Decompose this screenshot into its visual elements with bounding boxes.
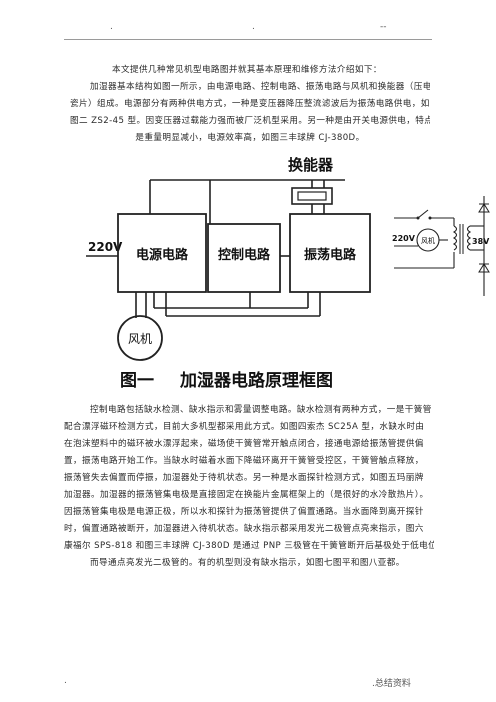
body-line: 加湿器。加湿器的振荡管集电极是直接固定在换能片金属框架上的（是很好的水冷散热片）…: [64, 490, 429, 500]
body-line: 在泡沫塑料中的磁环被水漂浮起来，磁场使干簧管常开触点闭合，接通电源给振荡管提供偏: [64, 439, 424, 449]
figure2-schematic-fragment: 220V 风机 38V: [392, 196, 490, 296]
header-mark-left: .: [110, 22, 113, 32]
figure2-secondary-label: 38V: [472, 237, 490, 246]
header-mark-right: --: [380, 22, 387, 32]
intro-line: 本文提供几种常见机型电路图并就其基本原理和维修方法介绍如下：: [112, 65, 382, 75]
intro-paragraph: 本文提供几种常见机型电路图并就其基本原理和维修方法介绍如下： 加湿器基本结构如图…: [70, 62, 430, 147]
header-mark-mid: .: [252, 22, 255, 32]
body-line: 时，偏置通路被断开，加湿器进入待机状态。缺水指示都采用发光二极管点亮来指示，图六: [64, 524, 424, 534]
figure1-block-diagram: 换能器 220V 电源电路 控制电路 振荡电路 风机 图一 加湿器电路原理框图: [86, 156, 371, 391]
oscillator-circuit-block: [289, 213, 371, 293]
figure1-caption-number: 图一: [120, 371, 154, 391]
power-circuit-block: [117, 213, 207, 293]
body-line: 振荡管失去偏置而停振，加湿器处于待机状态。另一种是水面探针检测方式，如图五玛丽牌: [64, 473, 424, 483]
body-line: 控制电路包括缺水检测、缺水指示和雾量调整电路。缺水检测有两种方式，一是干簧管: [90, 405, 432, 415]
footer-right-label: .总结资料: [372, 679, 411, 689]
intro-line: 瓷片）组成。电源部分有两种供电方式，一种是变压器降压整流滤波后为振荡电路供电，如: [70, 99, 430, 109]
body-line: 配合漂浮磁环检测方式，目前大多机型都采用此方式。如图四索杰 SC25A 型，水缺…: [64, 422, 425, 432]
body-line: 康福尔 SPS-818 和图三丰球牌 CJ-380D 是通过 PNP 三极管在干…: [64, 541, 434, 551]
body-paragraph: 控制电路包括缺水检测、缺水指示和雾量调整电路。缺水检测有两种方式，一是干簧管 配…: [64, 402, 434, 572]
figure2-fan-label: 风机: [421, 236, 435, 245]
body-line: 置，振荡电路开始工作。当缺水时磁着水面下降磁环离开干簧管受控区，干簧管触点释放，: [64, 456, 424, 466]
diode-icon: [478, 203, 490, 213]
figure1-caption-title: 加湿器电路原理框图: [179, 370, 333, 391]
control-circuit-label: 控制电路: [218, 247, 271, 263]
input-voltage-label: 220V: [88, 240, 123, 254]
control-circuit-block: [207, 223, 281, 293]
header-rule: [64, 39, 432, 40]
intro-line: 是重量明显减小，电源效率高，如图三丰球牌 CJ-380D。: [135, 133, 365, 143]
footer-mark-left: .: [64, 676, 67, 686]
intro-line: 图二 ZS2-45 型。因变压器过载能力强而被厂泛机型采用。另一种是由开关电源供…: [70, 116, 430, 126]
transducer-label: 换能器: [288, 156, 334, 174]
power-circuit-label: 电源电路: [136, 247, 189, 263]
diode-icon: [478, 263, 490, 273]
page-header: . . --: [0, 0, 496, 40]
oscillator-circuit-label: 振荡电路: [304, 247, 357, 263]
body-line: 因振荡管集电极是电源正极，所以水和探针为振荡管提供了偏置通路。当水面降到离开探针: [64, 507, 424, 517]
figure2-voltage-label: 220V: [392, 234, 416, 243]
body-line: 而导通点亮发光二极管的。有的机型则没有缺水指示，如图七图平和图八亚都。: [90, 558, 405, 568]
transducer-element: [297, 191, 327, 201]
intro-line: 加湿器基本结构如图一所示，由电源电路、控制电路、振荡电路与风机和换能器（压电: [90, 82, 430, 92]
fan-label: 风机: [128, 332, 152, 346]
fan-circle: [117, 315, 163, 361]
